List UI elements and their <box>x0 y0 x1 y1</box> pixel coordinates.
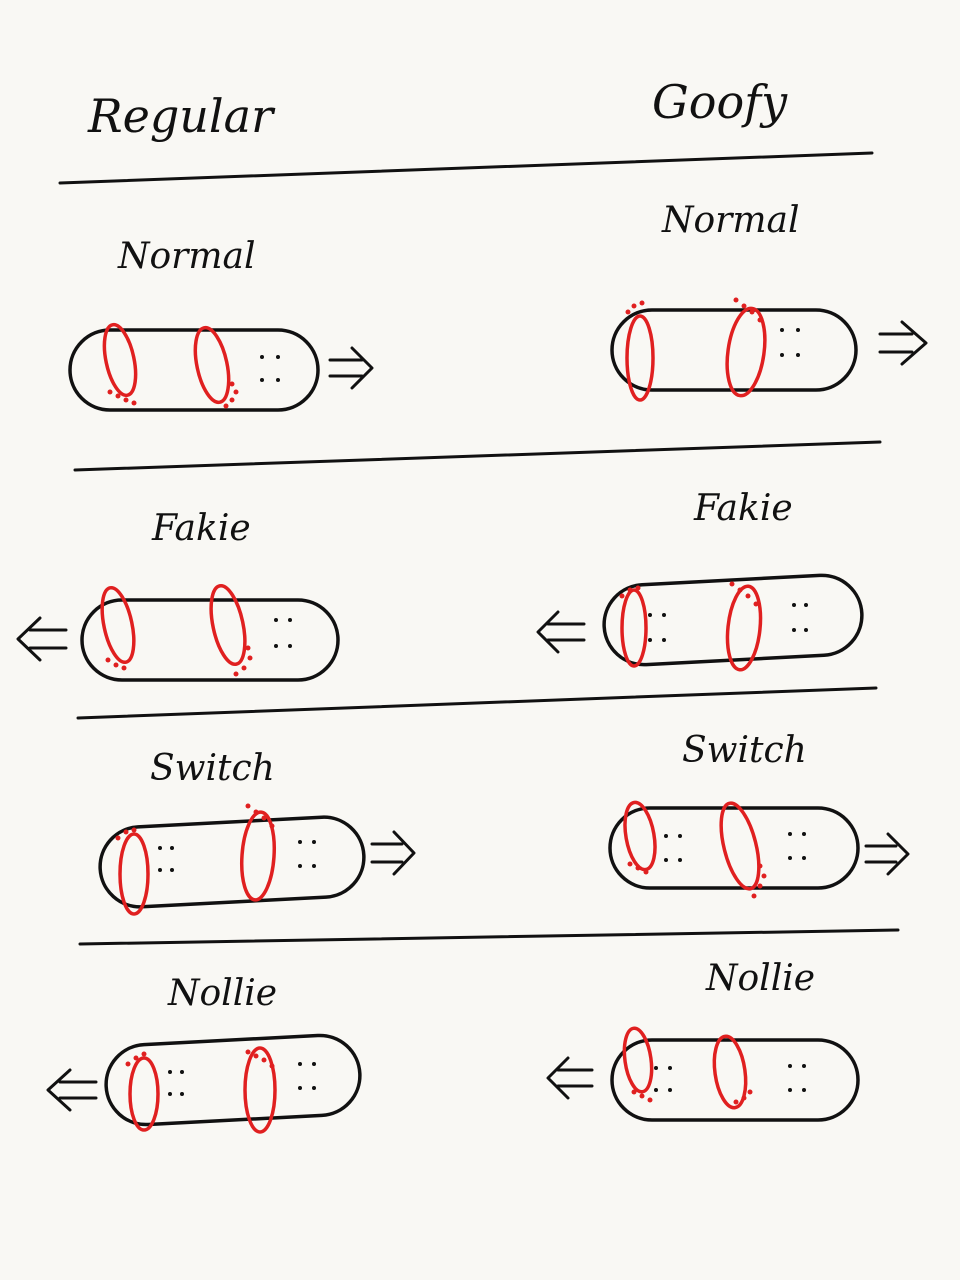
label-goofy-switch: Switch <box>682 730 807 771</box>
label-goofy-normal: Normal <box>661 200 800 241</box>
footprint-icon <box>102 322 138 398</box>
footprint-icon <box>712 1034 748 1110</box>
header-divider <box>58 151 874 185</box>
footprint-icon <box>239 810 277 902</box>
footprint-icon <box>193 325 231 405</box>
skateboard-deck-icon <box>602 573 864 667</box>
double-arrow-icon <box>16 616 68 662</box>
row-divider-3 <box>78 928 900 946</box>
footprint-icon <box>725 306 767 398</box>
footprint-icon <box>243 1046 277 1134</box>
board-regular-nollie <box>46 1033 362 1134</box>
double-arrow-icon <box>878 320 928 366</box>
footprint-icon <box>725 584 763 672</box>
footprint-icon <box>118 832 150 916</box>
row-divider-1 <box>73 440 882 472</box>
board-goofy-switch <box>608 800 910 899</box>
label-regular-switch: Switch <box>150 748 275 789</box>
footprint-icon <box>719 801 761 891</box>
skateboard-deck-icon <box>104 1033 362 1127</box>
label-goofy-nollie: Nollie <box>705 958 815 999</box>
footprint-icon <box>128 1056 160 1132</box>
board-regular-normal <box>68 322 374 412</box>
skateboard-deck-icon <box>68 328 320 412</box>
label-goofy-fakie: Fakie <box>693 488 793 529</box>
double-arrow-icon <box>328 346 374 390</box>
double-arrow-icon <box>864 832 910 876</box>
label-regular-fakie: Fakie <box>151 508 251 549</box>
board-goofy-fakie <box>536 573 864 672</box>
header-regular: Regular <box>87 89 276 143</box>
label-regular-nollie: Nollie <box>167 973 277 1014</box>
footprint-icon <box>622 1026 654 1094</box>
board-regular-fakie <box>16 583 340 682</box>
footprint-icon <box>620 588 648 668</box>
board-goofy-nollie <box>546 1026 860 1122</box>
double-arrow-icon <box>536 610 586 654</box>
skateboard-deck-icon <box>98 815 366 909</box>
double-arrow-icon <box>370 830 416 876</box>
double-arrow-icon <box>46 1068 98 1112</box>
footprint-icon <box>623 800 657 872</box>
row-divider-2 <box>76 686 878 720</box>
double-arrow-icon <box>546 1056 594 1100</box>
label-regular-normal: Normal <box>117 236 256 277</box>
board-goofy-normal <box>610 297 928 402</box>
footprint-icon <box>100 585 136 665</box>
footprint-icon <box>625 314 655 402</box>
board-regular-switch <box>98 803 416 916</box>
footprint-icon <box>209 583 247 667</box>
skateboard-deck-icon <box>608 806 860 890</box>
header-goofy: Goofy <box>652 75 788 129</box>
